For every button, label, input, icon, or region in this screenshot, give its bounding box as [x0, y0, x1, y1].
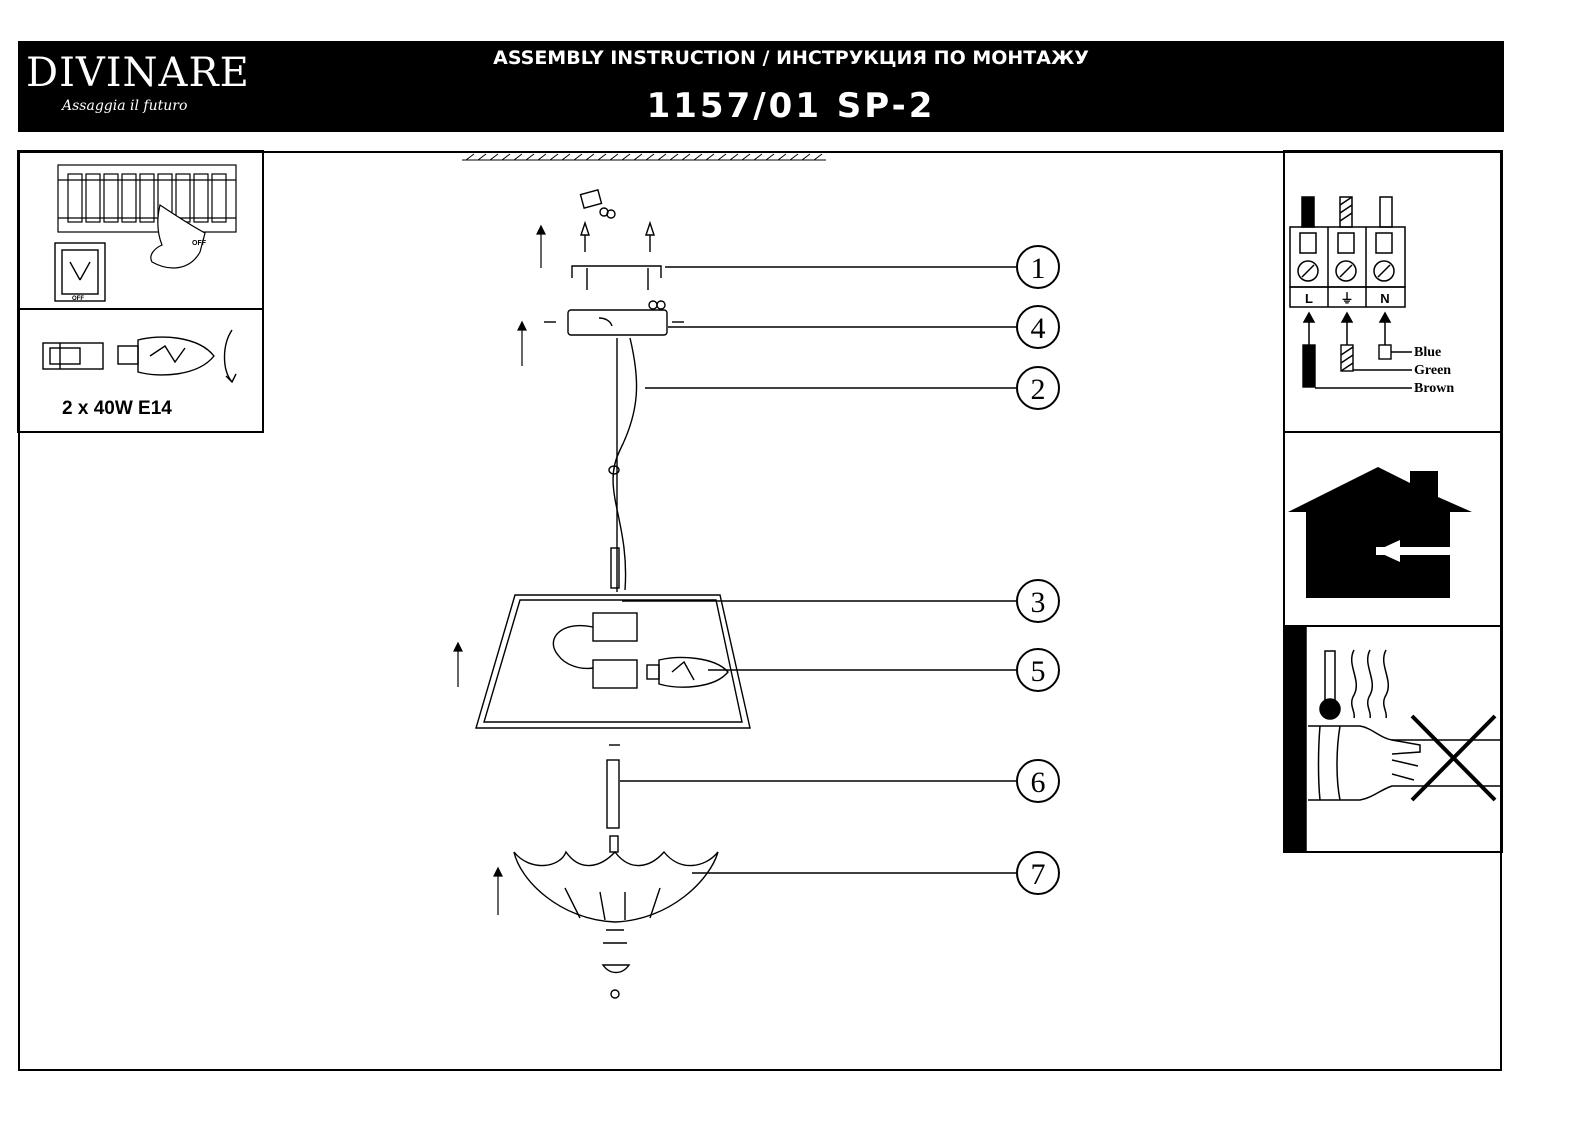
up-arrows	[453, 224, 546, 915]
terminal-earth: ⏚	[1340, 291, 1353, 306]
lamp-socket-icon	[42, 342, 104, 370]
terminal-L: L	[1305, 291, 1313, 306]
wire-label-brown: Brown	[1414, 381, 1454, 396]
bulb-panel	[17, 308, 264, 433]
glass-bowl	[513, 851, 719, 923]
heat-warning-panel	[1283, 625, 1503, 853]
brand-logo: DIVINARE	[26, 50, 250, 96]
lamp-shade	[475, 594, 751, 729]
callout-1: 1	[1031, 252, 1046, 285]
indoor-use-house-icon	[1288, 467, 1500, 598]
wall-switch-icon	[54, 242, 106, 302]
candle-bulb-icon	[117, 336, 215, 376]
hardware-bag-icon	[579, 189, 616, 219]
callout-7: 7	[1031, 858, 1046, 891]
canopy-plate	[567, 309, 668, 336]
document-title: ASSEMBLY INSTRUCTION / ИНСТРУКЦИЯ ПО МОН…	[493, 47, 1089, 69]
mounting-bracket	[571, 265, 662, 278]
lamp-holder-top	[592, 612, 638, 642]
callout-2: 2	[1031, 373, 1046, 406]
header-bar: DIVINARE Assaggia il futuro ASSEMBLY INS…	[18, 41, 1504, 132]
lamp-holder-bottom	[592, 659, 638, 689]
wire-label-blue: Blue	[1414, 345, 1441, 360]
connecting-rod	[606, 759, 620, 829]
model-number: 1157/01 SP-2	[646, 86, 936, 126]
ceiling-hatch	[462, 153, 826, 161]
wire-ends	[1302, 344, 1412, 389]
wiring-panel	[1283, 150, 1503, 433]
breaker-off-label: OFF	[192, 240, 207, 247]
callout-6: 6	[1031, 766, 1046, 799]
terminal-block-icon	[1289, 196, 1406, 308]
wall-anchor-icon	[580, 220, 655, 252]
wire-label-green: Green	[1414, 363, 1451, 378]
brand-tagline: Assaggia il futuro	[62, 98, 188, 114]
terminal-N: N	[1380, 291, 1389, 306]
callout-4: 4	[1031, 312, 1046, 345]
power-cord	[612, 337, 638, 591]
bulb-spec-label: 2 x 40W E14	[62, 398, 172, 419]
breaker-box-icon	[57, 164, 237, 269]
callout-3: 3	[1031, 586, 1046, 619]
callout-5: 5	[1031, 655, 1046, 688]
switch-off-label: OFF	[72, 296, 84, 302]
wire-arrows	[1302, 311, 1392, 345]
rotate-arrow-icon	[223, 329, 237, 384]
heat-warning-icon	[1283, 625, 1500, 853]
